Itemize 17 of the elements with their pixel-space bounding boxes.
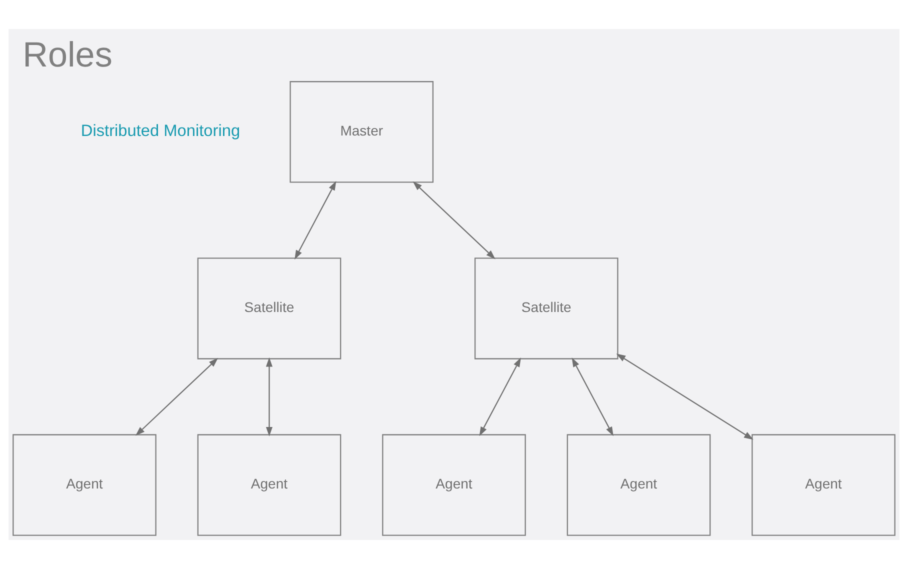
node-box: Satellite [197,257,342,359]
node-box: Agent [566,434,711,536]
arrow [616,353,754,440]
arrow [294,180,336,260]
arrow [135,357,218,436]
diagram-title: Roles [22,34,112,74]
label: Distributed Monitoring [80,122,240,140]
node-box: Agent [382,434,526,536]
arrow [412,180,496,259]
node-box: Satellite [474,257,618,359]
node-box: Agent [12,434,156,536]
node-box: Agent [197,434,342,536]
arrow [572,357,614,436]
node-box: Master [290,80,434,182]
node-box: Agent [752,434,896,536]
arrow [266,356,273,436]
arrow [479,357,521,436]
